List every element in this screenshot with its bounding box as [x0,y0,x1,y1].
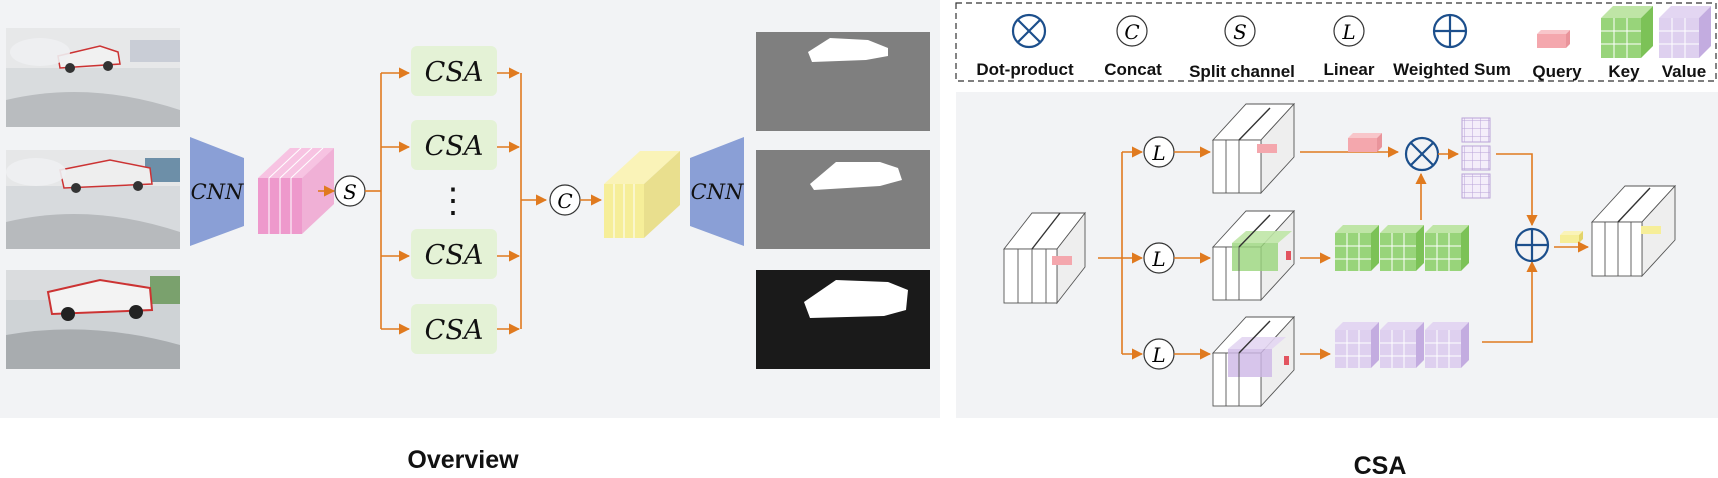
svg-text:Split channel: Split channel [1189,62,1295,81]
encoder-cnn-label: CNN [191,180,244,204]
encoder-feature-cube [258,147,334,234]
svg-text:Concat: Concat [1104,60,1162,79]
value-tokens [1335,322,1469,368]
csa-ellipsis: ⋮ [436,182,470,220]
fused-feature-cube [604,151,680,238]
linear-op-query: L [1143,136,1175,168]
split-operator: S [334,175,366,207]
split-icon [1224,15,1256,47]
svg-text:Query: Query [1532,62,1582,81]
input-frame-2 [6,150,180,249]
key-icon [1601,6,1653,58]
key-tokens [1335,225,1469,271]
legend-item-value: Value [1659,6,1711,81]
svg-text:Value: Value [1662,62,1706,81]
legend-item-dot-product: Dot-product [976,13,1074,79]
attention-maps [1461,117,1491,199]
svg-text:Key: Key [1608,62,1640,81]
output-mask-2 [756,150,930,249]
csa-panel: Dot-product C Concat S Split channel L L… [955,2,1718,418]
value-feature-block [1211,315,1296,408]
output-mask-1 [756,32,930,131]
legend: Dot-product C Concat S Split channel L L… [955,2,1717,82]
input-frame-1 [6,28,180,127]
svg-text:CSA: CSA [425,57,484,88]
legend-item-query: Query [1532,30,1582,81]
legend-frame [955,2,1717,82]
legend-item-concat: C Concat [1104,15,1162,79]
csa-block-1: CSA [411,46,497,96]
overview-caption: Overview [407,446,519,474]
encoder-cnn: CNN [190,137,244,246]
input-frames [6,28,180,369]
decoder-cnn: CNN [690,137,744,246]
svg-text:L: L [1151,141,1165,165]
legend-item-linear: L Linear [1323,15,1375,79]
linear-icon [1333,15,1365,47]
svg-text:S: S [1233,20,1247,44]
csa-block-4: CSA [411,304,497,354]
query-icon [1537,30,1570,48]
output-token [1560,231,1583,243]
csa-block-2: CSA [411,120,497,170]
legend-item-weighted-sum: Weighted Sum [1393,13,1511,79]
svg-text:CSA: CSA [425,240,484,271]
concat-operator: C [549,184,581,216]
svg-text:L: L [1151,343,1165,367]
legend-item-key: Key [1601,6,1653,81]
csa-block-3: CSA [411,229,497,279]
value-icon [1659,6,1711,58]
svg-text:C: C [1124,20,1139,44]
csa-input-block [1003,211,1086,305]
svg-text:Dot-product: Dot-product [976,60,1074,79]
query-feature-block [1211,102,1296,195]
legend-item-split-channel: S Split channel [1189,15,1295,81]
svg-text:L: L [1151,247,1165,271]
input-frame-3 [6,270,180,369]
linear-op-key: L [1143,242,1175,274]
linear-op-value: L [1143,338,1175,370]
split-symbol: S [343,180,357,204]
output-masks [756,32,930,369]
svg-text:L: L [1341,20,1355,44]
csa-caption: CSA [1354,452,1407,478]
concat-icon [1116,15,1148,47]
key-feature-block [1211,209,1296,302]
concat-symbol: C [557,189,572,213]
csa-weighted-sum-op [1514,227,1550,263]
svg-text:Linear: Linear [1323,60,1374,79]
output-mask-3 [756,270,930,369]
query-token [1348,133,1382,152]
decoder-cnn-label: CNN [691,180,744,204]
svg-text:CSA: CSA [425,315,484,346]
dot-product-icon [1011,13,1047,49]
overview-panel: CNN S CSA [0,0,940,418]
svg-text:CSA: CSA [425,131,484,162]
csa-output-block [1590,184,1677,278]
svg-text:Weighted Sum: Weighted Sum [1393,60,1511,79]
